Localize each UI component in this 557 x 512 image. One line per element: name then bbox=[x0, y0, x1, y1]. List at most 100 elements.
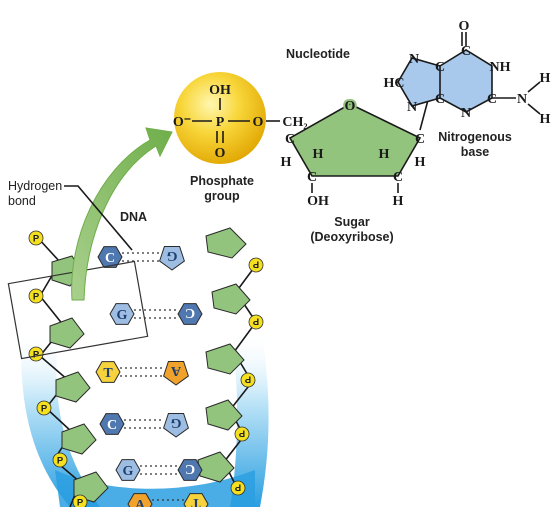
atom-c-fused-bottom: C bbox=[435, 92, 445, 107]
atom-c-top: C bbox=[461, 44, 471, 59]
phosphate-label: P bbox=[57, 456, 64, 467]
base-right-C bbox=[177, 303, 203, 325]
base-right-G bbox=[159, 246, 185, 271]
helix-ribbon-bottom bbox=[55, 470, 255, 507]
atom-c-right: C bbox=[487, 92, 497, 107]
sugar-label-line1: Sugar bbox=[334, 215, 370, 229]
atom-ring-o: O bbox=[345, 99, 356, 114]
sugar-ring-outline bbox=[288, 103, 422, 177]
phosphate-label: P bbox=[252, 259, 259, 270]
base-right-letter: A bbox=[170, 363, 181, 378]
sugar-right-1 bbox=[205, 227, 247, 259]
bond-n-h-a bbox=[527, 81, 541, 93]
base-left-C bbox=[99, 413, 125, 435]
atom-c-bottom-left: C bbox=[307, 170, 317, 185]
atom-n-bottom: N bbox=[461, 106, 471, 121]
phosphate-label: P bbox=[77, 498, 84, 508]
base-right-G bbox=[163, 413, 189, 438]
nucleotide-arrow bbox=[71, 127, 173, 301]
base-five-ring-bonds bbox=[397, 57, 441, 107]
atom-h-2: H bbox=[313, 147, 324, 162]
base-right-C bbox=[177, 459, 203, 481]
phosphate-label: P bbox=[252, 316, 259, 327]
atom-h-1: H bbox=[281, 155, 292, 170]
atom-c-fused-top: C bbox=[435, 60, 445, 75]
base-right-letter: G bbox=[170, 415, 181, 430]
atom-h-3: H bbox=[379, 147, 390, 162]
nitrogenous-label-line2: base bbox=[461, 145, 490, 159]
atom-o-minus: O⁻ bbox=[173, 115, 191, 130]
sugar-left-5 bbox=[73, 471, 109, 503]
atom-h-4: H bbox=[415, 155, 426, 170]
phosphate-left-1: P bbox=[28, 230, 44, 246]
atom-n-amine: N bbox=[517, 92, 527, 107]
base-right-letter: T bbox=[191, 495, 201, 507]
atom-c-left: C bbox=[285, 132, 295, 147]
base-left-letter: C bbox=[105, 251, 115, 266]
sugar-left-4 bbox=[61, 423, 97, 455]
atom-h-5: H bbox=[393, 194, 404, 209]
base-left-letter: C bbox=[107, 418, 117, 433]
base-left-T bbox=[95, 361, 121, 383]
helix-ribbon-right bbox=[230, 330, 269, 507]
sugar-left-3 bbox=[55, 371, 91, 403]
nitrogenous-base: O C N C NH HC N C N C N H H bbox=[384, 19, 551, 127]
atom-oh-phosphate: OH bbox=[209, 83, 231, 98]
base-ring-five bbox=[398, 58, 440, 106]
atom-c-bottom-right: C bbox=[393, 170, 403, 185]
atom-nh: NH bbox=[490, 60, 511, 75]
phosphate-label: P bbox=[244, 374, 251, 385]
sugar-label-line2: (Deoxyribose) bbox=[310, 230, 393, 244]
phosphate-right-2: P bbox=[248, 314, 264, 330]
phosphate-label: P bbox=[234, 482, 241, 493]
phosphate-sphere bbox=[174, 72, 266, 164]
phosphate-left-2: P bbox=[28, 288, 44, 304]
hydrogen-bond-label-line1: Hydrogen bbox=[8, 179, 62, 193]
phosphate-left-6: P bbox=[72, 494, 88, 510]
sugar-left-2 bbox=[49, 317, 85, 349]
hydrogen-bond-leader bbox=[64, 185, 133, 251]
phosphate-right-1: P bbox=[248, 257, 264, 273]
atom-o-bridge: O bbox=[253, 115, 264, 130]
base-right-letter: C bbox=[185, 461, 195, 476]
phosphate-right-5: P bbox=[230, 480, 246, 496]
base-right-letter: G bbox=[166, 248, 177, 263]
sugar-ring bbox=[290, 104, 420, 176]
sugar-right-4 bbox=[205, 399, 243, 431]
base-left-G bbox=[115, 459, 141, 481]
bond-n-h-b bbox=[527, 103, 541, 115]
bond-sugar-base bbox=[419, 99, 429, 131]
phosphate-label: P bbox=[41, 404, 48, 415]
nitrogenous-label-line1: Nitrogenous bbox=[438, 130, 512, 144]
sugar-deoxyribose: CH₂ O C C C C H H H H OH H bbox=[281, 97, 429, 209]
base-left-G bbox=[109, 303, 135, 325]
nucleotide-highlight-box bbox=[7, 260, 149, 360]
helix-ribbon-left bbox=[21, 330, 101, 507]
atom-hc: HC bbox=[384, 76, 405, 91]
phosphate-left-3: P bbox=[28, 346, 44, 362]
nucleotide-title: Nucleotide bbox=[286, 47, 350, 61]
base-right-A bbox=[163, 361, 189, 386]
atom-n-left: N bbox=[407, 100, 417, 115]
base-right-letter: C bbox=[185, 305, 195, 320]
atom-ch2: CH₂ bbox=[282, 115, 307, 130]
phosphate-label: P bbox=[33, 234, 40, 245]
phosphate-group: OH P O⁻ O O bbox=[173, 72, 280, 164]
base-left-letter: G bbox=[123, 464, 134, 479]
base-left-letter: G bbox=[117, 308, 128, 323]
atom-o-double: O bbox=[215, 146, 226, 161]
hydrogen-bond-label-line2: bond bbox=[8, 194, 36, 208]
sugar-right-3 bbox=[205, 343, 245, 375]
phosphate-right-3: P bbox=[240, 372, 256, 388]
atom-oh-sugar: OH bbox=[307, 194, 329, 209]
atom-h-amine-a: H bbox=[540, 71, 551, 86]
phosphate-label: P bbox=[238, 428, 245, 439]
sugar-right-2 bbox=[211, 283, 251, 315]
